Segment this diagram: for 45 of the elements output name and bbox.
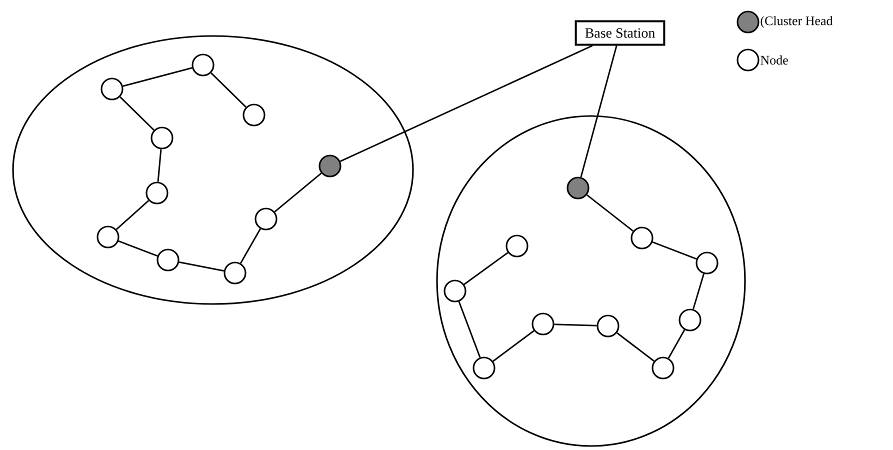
cluster-head bbox=[566, 176, 590, 200]
legend-label: Node bbox=[760, 55, 788, 65]
sensor-node bbox=[96, 226, 120, 248]
sensor-node bbox=[242, 104, 266, 126]
base-station-box: Base Station bbox=[574, 20, 666, 46]
link-line bbox=[118, 240, 158, 257]
sensor-node bbox=[532, 312, 554, 336]
link-line bbox=[120, 96, 154, 131]
sensor-node bbox=[224, 262, 246, 284]
link-line bbox=[464, 252, 508, 285]
sensor-node bbox=[678, 308, 702, 332]
link-line bbox=[554, 324, 597, 326]
link-line bbox=[586, 194, 634, 232]
legend-label: (Cluster Head bbox=[760, 16, 833, 28]
link-line bbox=[178, 261, 224, 272]
link-line bbox=[274, 172, 322, 212]
sensor-node bbox=[506, 234, 528, 258]
link-line bbox=[116, 200, 150, 230]
link-line bbox=[210, 72, 246, 108]
sensor-node bbox=[192, 54, 214, 76]
link-line bbox=[580, 46, 618, 178]
sensor-node bbox=[472, 356, 496, 380]
sensor-node bbox=[156, 248, 180, 272]
cluster-ellipse bbox=[436, 115, 746, 447]
cluster-ellipse bbox=[12, 35, 414, 305]
sensor-node bbox=[652, 356, 674, 380]
sensor-node bbox=[444, 280, 466, 302]
cluster-head bbox=[318, 154, 342, 178]
link-line bbox=[157, 149, 162, 182]
sensor-node bbox=[146, 182, 168, 204]
link-line bbox=[492, 330, 534, 362]
sensor-node bbox=[696, 252, 718, 274]
sensor-node bbox=[100, 78, 124, 100]
sensor-node bbox=[254, 208, 278, 230]
sensor-node bbox=[596, 314, 620, 338]
sensor-node bbox=[150, 126, 174, 150]
link-line bbox=[692, 274, 704, 310]
sensor-node bbox=[630, 226, 654, 250]
link-line bbox=[458, 301, 481, 358]
link-line bbox=[240, 228, 262, 264]
link-line bbox=[616, 332, 654, 362]
link-line bbox=[668, 329, 686, 359]
link-line bbox=[122, 67, 192, 87]
link-line bbox=[340, 45, 593, 162]
link-line bbox=[652, 241, 697, 260]
